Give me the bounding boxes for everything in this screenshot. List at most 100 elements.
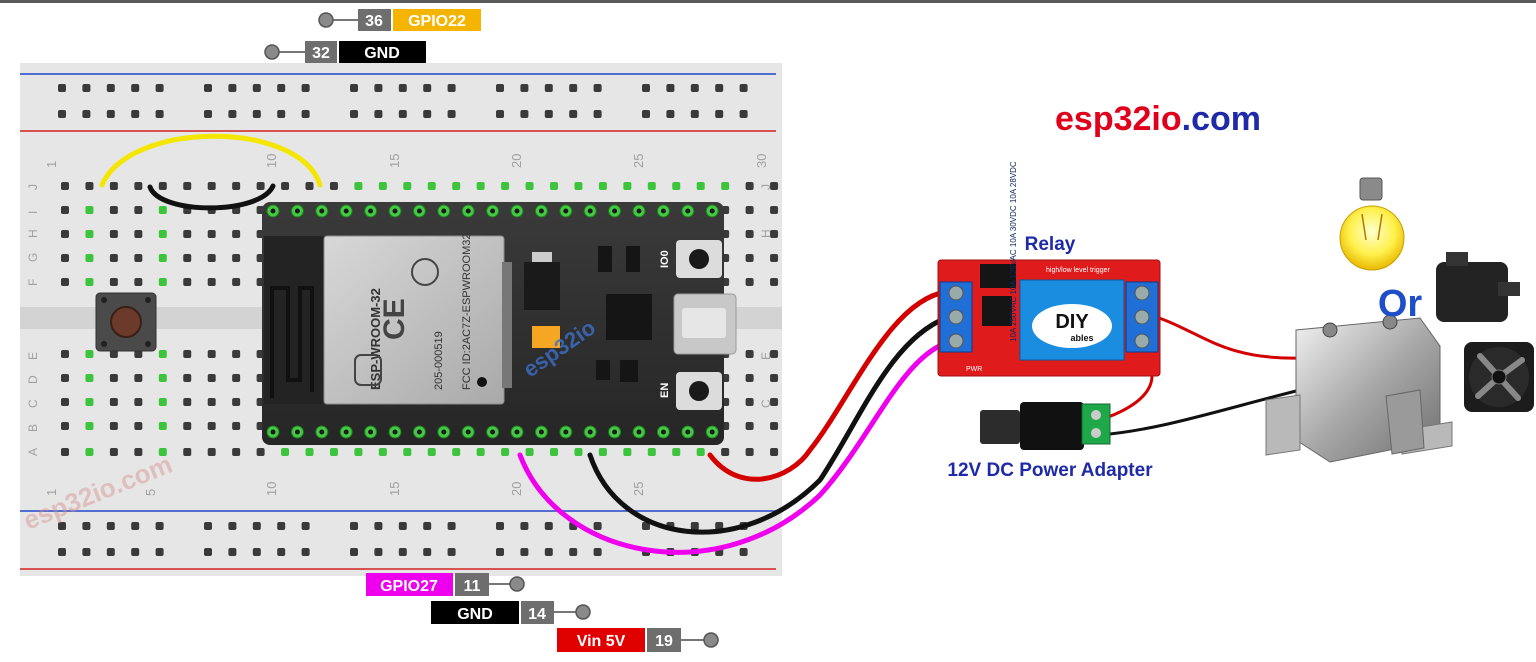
breadboard-hole <box>593 84 602 92</box>
breadboard-hole <box>642 84 650 92</box>
esp32-pin-center <box>392 208 398 214</box>
pin-number: 19 <box>655 633 673 650</box>
breadboard-hole <box>544 522 553 530</box>
breadboard-hole <box>496 548 504 556</box>
breadboard-hole <box>574 182 583 190</box>
breadboard-hole <box>252 522 261 530</box>
breadboard-hole <box>131 110 140 118</box>
io0-label: IO0 <box>659 250 671 268</box>
relay-pwr-text: PWR <box>966 366 982 373</box>
breadboard-hole <box>447 522 456 530</box>
breadboard-hole <box>85 422 94 430</box>
site-title-red: esp32io <box>1055 100 1182 138</box>
breadboard-hole <box>745 448 754 456</box>
breadboard-hole <box>256 448 265 456</box>
esp32-pin-center <box>392 429 398 435</box>
esp32-pin-center <box>538 208 544 214</box>
breadboard-hole <box>134 422 143 430</box>
breadboard-hole <box>131 522 140 530</box>
breadboard-hole <box>109 206 118 214</box>
breadboard-hole <box>204 548 212 556</box>
breadboard-hole <box>134 206 143 214</box>
breadboard-hole <box>598 182 607 190</box>
breadboard-hole <box>715 84 724 92</box>
fan-icon <box>1464 342 1534 412</box>
breadboard-hole <box>305 448 314 456</box>
breadboard-hole <box>183 254 192 262</box>
breadboard-hole <box>672 448 681 456</box>
breadboard-hole <box>183 278 192 286</box>
breadboard-hole <box>109 448 118 456</box>
red-wire <box>707 289 949 482</box>
breadboard-hole <box>109 422 118 430</box>
esp32-pin-center <box>587 429 593 435</box>
relay-label: Relay <box>1025 234 1076 255</box>
breadboard-hole <box>183 374 192 382</box>
col-number: 25 <box>631 154 646 168</box>
breadboard-hole <box>232 350 241 358</box>
breadboard-hole <box>423 522 432 530</box>
esp32-pin-center <box>416 429 422 435</box>
breadboard-hole <box>61 422 69 430</box>
breadboard-hole <box>770 182 779 190</box>
breadboard-hole <box>329 448 338 456</box>
push-button[interactable] <box>95 292 157 352</box>
breadboard-hole <box>158 278 167 286</box>
breadboard-hole <box>85 350 94 358</box>
breadboard-hole <box>85 374 94 382</box>
breadboard-hole <box>305 182 314 190</box>
breadboard-hole <box>61 350 69 358</box>
esp32-pin-center <box>270 208 276 214</box>
pin-name: GND <box>364 45 400 62</box>
breadboard-hole <box>374 522 383 530</box>
breadboard-hole <box>770 350 779 358</box>
breadboard-hole <box>183 422 192 430</box>
pin-number: 32 <box>312 45 330 62</box>
breadboard-hole <box>374 548 383 556</box>
breadboard-hole <box>85 398 94 406</box>
esp32-pin-center <box>465 208 471 214</box>
breadboard-hole <box>550 182 558 190</box>
breadboard-hole <box>155 548 164 556</box>
module-fcc: FCC ID:2AC7Z-ESPWROOM32 <box>461 234 473 390</box>
breadboard-hole <box>721 448 730 456</box>
relay-module: 10A 250VAC 10A 125VAC 10A 30VDC 10A 28VD… <box>937 161 1161 377</box>
pin-label-gnd-bottom: GND 14 <box>431 601 591 624</box>
breadboard-hole <box>378 182 387 190</box>
breadboard-hole <box>569 84 578 92</box>
esp32-pin-center <box>660 208 666 214</box>
breadboard-hole <box>593 522 602 530</box>
breadboard-hole <box>61 448 69 456</box>
breadboard-hole <box>232 230 241 238</box>
breadboard-hole <box>207 448 216 456</box>
ce-mark: CE <box>378 298 411 340</box>
esp32-pin-center <box>368 429 374 435</box>
breadboard-hole <box>623 182 632 190</box>
breadboard-hole <box>82 522 91 530</box>
esp32-board: ESP-WROOM-32 FCC ID:2AC7Z-ESPWROOM32 205… <box>262 202 737 445</box>
breadboard-hole <box>496 110 504 118</box>
esp32-pin-center <box>441 429 447 435</box>
breadboard-hole <box>61 374 69 382</box>
module-code: 205-000519 <box>433 331 445 390</box>
esp32-pin-center <box>343 429 349 435</box>
breadboard-hole <box>525 182 534 190</box>
esp32-pin-headers <box>266 204 719 439</box>
pin-name: Vin 5V <box>577 633 626 650</box>
breadboard-hole <box>85 254 94 262</box>
esp32-pin-center <box>490 208 496 214</box>
breadboard-hole <box>447 84 456 92</box>
breadboard-hole <box>232 398 241 406</box>
pin-dot <box>509 576 525 592</box>
breadboard-hole <box>277 522 286 530</box>
esp32-pin-center <box>368 208 374 214</box>
row-letter: H <box>26 229 40 238</box>
pin-label-gpio22: 36 GPIO22 <box>318 9 481 31</box>
breadboard-hole <box>745 230 754 238</box>
breadboard-hole <box>398 522 407 530</box>
breadboard-hole <box>58 522 66 530</box>
pin-number: 36 <box>365 13 383 30</box>
site-title-blue: .com <box>1182 100 1261 138</box>
breadboard-hole <box>501 182 510 190</box>
esp32-pin-center <box>441 208 447 214</box>
